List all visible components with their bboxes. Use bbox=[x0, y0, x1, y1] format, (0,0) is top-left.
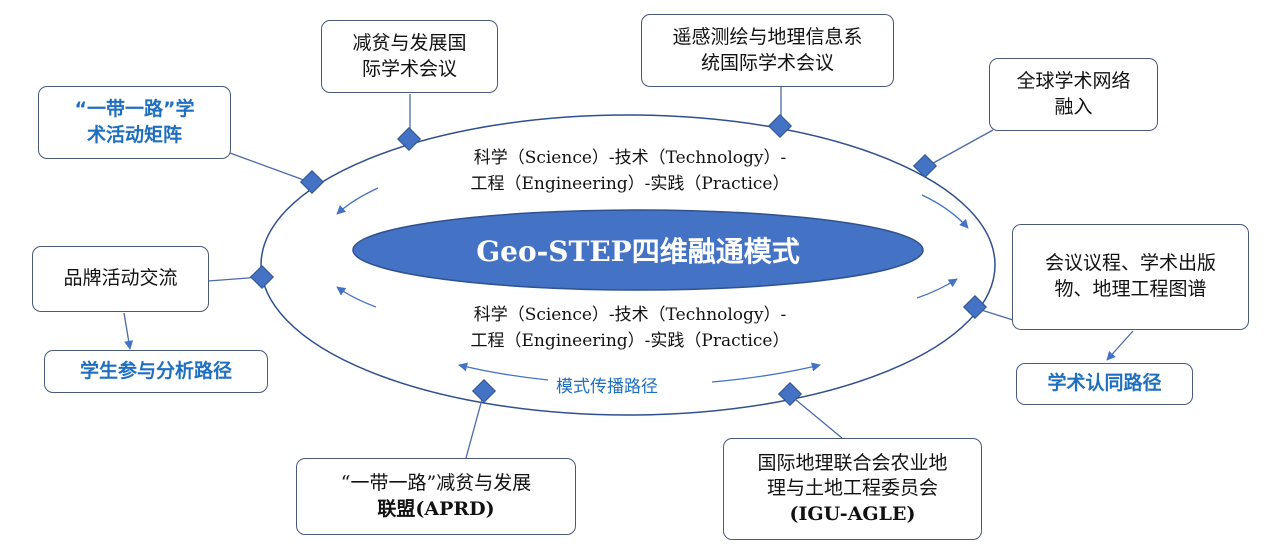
diamond-poverty-conf bbox=[396, 126, 422, 152]
center-ellipse bbox=[352, 209, 924, 291]
igu-agle-line1: 国际地理联合会农业地 bbox=[757, 451, 948, 474]
connector-pub-to-academic bbox=[1106, 330, 1134, 361]
belt-road-matrix-line2: 术活动矩阵 bbox=[86, 123, 182, 146]
publications-line2: 物、地理工程图谱 bbox=[1054, 278, 1207, 300]
connector-belt-road-matrix bbox=[229, 152, 313, 184]
diamond-global-network bbox=[912, 153, 938, 179]
outer-ellipse bbox=[260, 114, 996, 416]
igu-agle-box: 国际地理联合会农业地 理与土地工程委员会 (IGU-AGLE) bbox=[723, 438, 982, 540]
flow-arrow-left-bottom bbox=[336, 286, 377, 308]
global-network-line2: 融入 bbox=[1054, 95, 1093, 118]
student-path-box: 学生参与分析路径 bbox=[44, 350, 268, 393]
belt-road-matrix-box: “一带一路”学 术活动矩阵 bbox=[38, 86, 231, 159]
publications-box: 会议议程、学术出版 物、地理工程图谱 bbox=[1012, 224, 1249, 330]
top-step-line2: 工程（Engineering）-实践（Practice） bbox=[470, 174, 790, 195]
remote-sensing-line1: 遥感测绘与地理信息系 bbox=[672, 25, 863, 48]
bottom-step-line1: 科学（Science）-技术（Technology）- bbox=[473, 305, 787, 325]
flow-arrow-left-top bbox=[336, 187, 379, 215]
poverty-conf-line1: 减贫与发展国 bbox=[352, 31, 467, 54]
global-network-line1: 全球学术网络 bbox=[1016, 69, 1131, 92]
top-step-text: 科学（Science）-技术（Technology）- 工程（Engineeri… bbox=[420, 145, 840, 198]
brand-exchange-box: 品牌活动交流 bbox=[32, 246, 209, 312]
bottom-step-line2: 工程（Engineering）-实践（Practice） bbox=[470, 331, 790, 352]
flow-arrow-right-bottom bbox=[916, 278, 958, 299]
diamond-publications bbox=[962, 294, 988, 320]
aprd-line1: “一带一路”减贫与发展 bbox=[340, 471, 532, 494]
diamond-belt-road-matrix bbox=[299, 169, 325, 195]
diamond-remote-sensing bbox=[767, 113, 793, 139]
connector-global-network bbox=[925, 129, 994, 168]
diamond-igu-agle bbox=[777, 381, 803, 407]
academic-path-label: 学术认同路径 bbox=[1047, 372, 1162, 395]
belt-road-matrix-line1: “一带一路”学 bbox=[74, 97, 195, 120]
student-path-label: 学生参与分析路径 bbox=[79, 359, 232, 382]
publications-line1: 会议议程、学术出版 bbox=[1044, 252, 1216, 275]
aprd-box: “一带一路”减贫与发展 联盟(APRD) bbox=[296, 458, 576, 535]
igu-agle-line2: 理与土地工程委员会 bbox=[766, 477, 938, 500]
bottom-step-text: 科学（Science）-技术（Technology）- 工程（Engineeri… bbox=[420, 302, 840, 355]
remote-sensing-conference-box: 遥感测绘与地理信息系 统国际学术会议 bbox=[641, 14, 894, 87]
flow-arrow-bottom-right bbox=[711, 362, 821, 383]
propagation-path-label: 模式传播路径 bbox=[556, 377, 658, 397]
academic-identity-path-box: 学术认同路径 bbox=[1016, 363, 1193, 405]
aprd-line2: 联盟(APRD) bbox=[377, 497, 495, 520]
connector-igu-agle bbox=[789, 394, 843, 439]
diamond-brand-exchange bbox=[249, 264, 275, 290]
center-title: Geo-STEP四维融通模式 bbox=[476, 235, 800, 268]
remote-sensing-line2: 统国际学术会议 bbox=[700, 51, 834, 74]
brand-exchange-label: 品牌活动交流 bbox=[63, 267, 178, 290]
diamond-aprd bbox=[471, 378, 497, 404]
poverty-conf-line2: 际学术会议 bbox=[361, 57, 457, 80]
connector-aprd bbox=[465, 391, 485, 459]
connector-brand-to-student bbox=[123, 312, 134, 350]
flow-arrow-right-top bbox=[921, 194, 969, 229]
igu-agle-line3: (IGU-AGLE) bbox=[789, 502, 916, 525]
top-step-line1: 科学（Science）-技术（Technology）- bbox=[473, 148, 787, 168]
global-network-box: 全球学术网络 融入 bbox=[989, 58, 1158, 131]
poverty-conference-box: 减贫与发展国 际学术会议 bbox=[321, 20, 498, 93]
flow-arrow-bottom-left bbox=[458, 362, 549, 381]
